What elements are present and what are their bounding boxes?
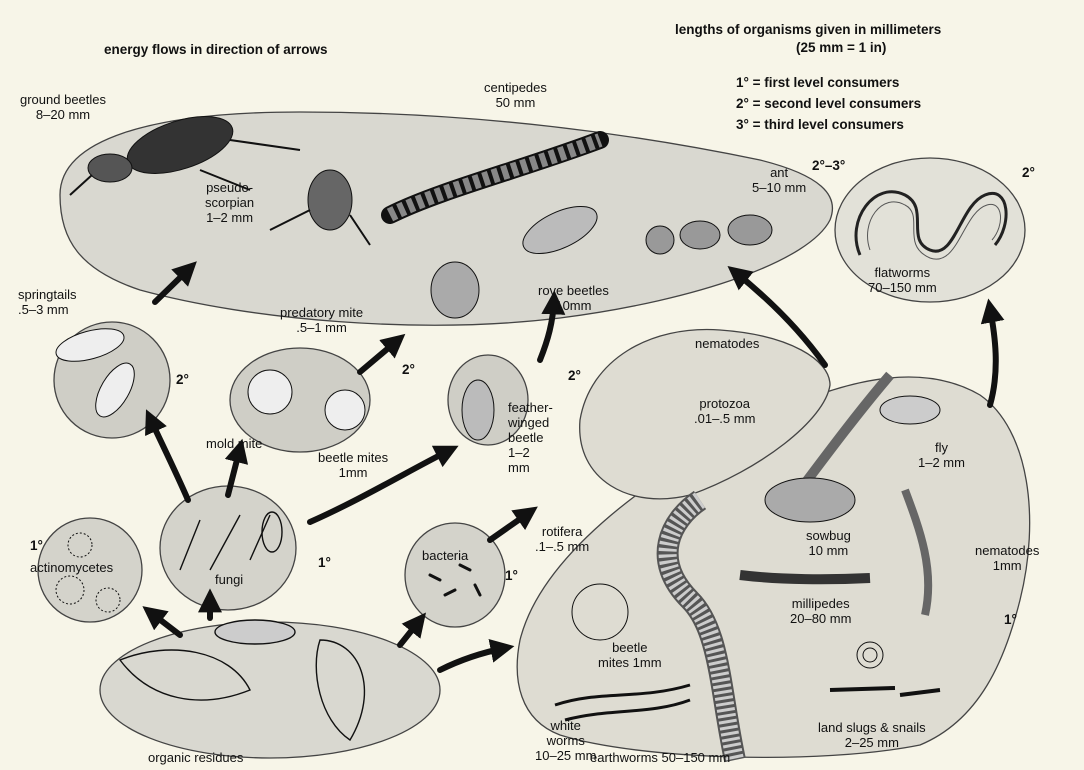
level-marker-1-actinomycetes: 1°: [30, 538, 43, 553]
level-marker-2-protozoa: 2°: [568, 368, 581, 383]
label-bacteria: bacteria: [422, 548, 468, 563]
label-actinomycetes: actinomycetes: [30, 560, 113, 575]
level-marker-1-bacteria: 1°: [505, 568, 518, 583]
label-mold-mite: mold mite: [206, 436, 262, 451]
label-fungi: fungi: [215, 572, 243, 587]
millipede-drawing: [740, 575, 870, 579]
fungi-circle: [160, 486, 296, 610]
level-marker-2-mites: 2°: [402, 362, 415, 377]
label-earthworms: earthworms 50–150 mm: [590, 750, 730, 765]
label-protozoa: protozoa.01–.5 mm: [694, 396, 755, 426]
arrow-fungi-to-springtails: [150, 418, 188, 500]
legend-first-level: 1° = first level consumers: [736, 75, 899, 90]
energy-flow-note: energy flows in direction of arrows: [104, 42, 328, 57]
fly-drawing: [880, 396, 940, 424]
lengths-note-line1: lengths of organisms given in millimeter…: [675, 22, 941, 37]
sowbug-drawing: [765, 478, 855, 522]
arrow-bacteria-to-rotifera: [490, 512, 530, 540]
arrow-residue-to-decomposers: [440, 648, 505, 670]
level-marker-2-flatworms: 2°: [1022, 165, 1035, 180]
level-marker-2-springtails: 2°: [176, 372, 189, 387]
legend-second-level: 2° = second level consumers: [736, 96, 921, 111]
label-predatory-mite: predatory mite.5–1 mm: [280, 305, 363, 335]
arrow-mites-to-predatory-mite: [360, 340, 398, 372]
label-organic-residues: organic residues: [148, 750, 243, 765]
arrow-residue-to-bacteria: [400, 620, 420, 645]
level-marker-1-right: 1°: [1004, 612, 1017, 627]
label-springtails: springtails.5–3 mm: [18, 287, 77, 317]
arrow-residue-to-actinomycetes: [150, 612, 180, 635]
arrow-decomposers-to-flatworms: [990, 308, 996, 405]
level-marker-1-fungi: 1°: [318, 555, 331, 570]
label-rotifera: rotifera.1–.5 mm: [535, 524, 589, 554]
lengths-note-line2: (25 mm = 1 in): [796, 40, 886, 55]
feather-beetle-drawing: [462, 380, 494, 440]
level-marker-2-3: 2°–3°: [812, 158, 845, 173]
label-nematodes-top: nematodes: [695, 336, 759, 351]
legend-third-level: 3° = third level consumers: [736, 117, 904, 132]
predatory-mite-drawing: [431, 262, 479, 318]
